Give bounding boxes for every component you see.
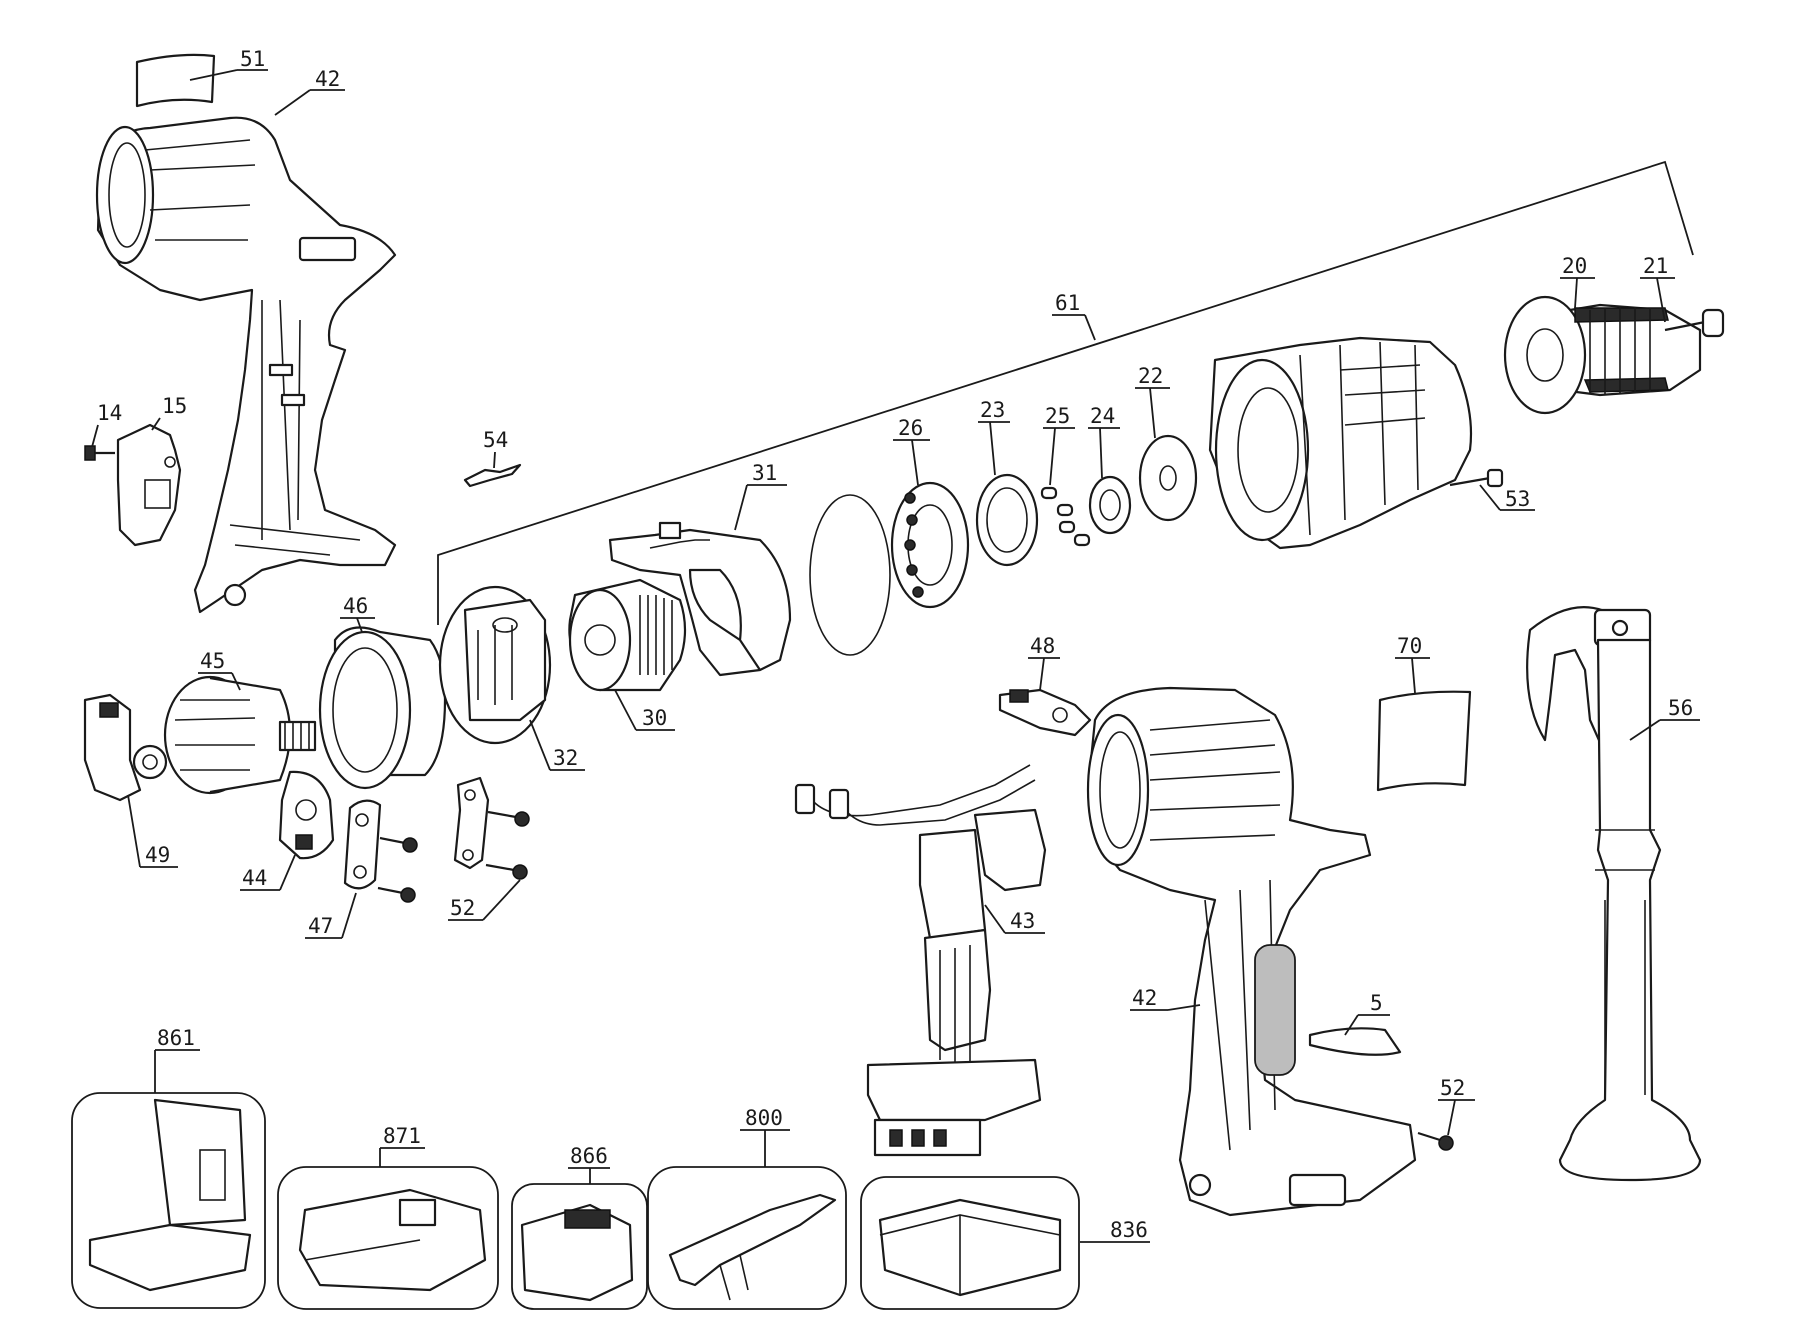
- callout-leaders: [91, 69, 1700, 1243]
- accessory-box-866: [511, 1183, 648, 1310]
- housing-half-right-part-42: [1086, 686, 1417, 1217]
- callout-23: 23: [980, 398, 1005, 422]
- spindle-bushing-part-24: [1088, 475, 1132, 535]
- screw-part-53: [1449, 468, 1504, 488]
- callout-866: 866: [570, 1144, 608, 1168]
- callout-871: 871: [383, 1124, 421, 1148]
- nameplate-label-part-70: [1376, 690, 1472, 792]
- pins-part-25: [1040, 486, 1091, 547]
- housing-half-left-part-42: [95, 116, 397, 614]
- planetary-carrier-part-30: [568, 578, 687, 692]
- assembly-bracket-part-61: [437, 160, 1694, 625]
- brush-plate-part-44: [278, 770, 335, 860]
- accessory-box-861: [71, 1092, 266, 1309]
- ring-gear-part-26: [890, 481, 970, 609]
- callout-20: 20: [1562, 254, 1587, 278]
- callout-47: 47: [308, 914, 333, 938]
- callout-44: 44: [242, 866, 267, 890]
- callout-31: 31: [752, 461, 777, 485]
- callout-54: 54: [483, 428, 508, 452]
- callout-51: 51: [240, 47, 265, 71]
- retaining-ring: [809, 494, 891, 656]
- callout-26: 26: [898, 416, 923, 440]
- callout-25: 25: [1045, 404, 1070, 428]
- screw-pair-part-52: [485, 810, 530, 880]
- shim-washer-part-22: [1138, 434, 1198, 522]
- callout-5: 5: [1370, 991, 1383, 1015]
- clutch-ring-housing-part-31: [608, 521, 792, 677]
- spring-clip-part-54: [463, 463, 522, 488]
- callout-61: 61: [1055, 291, 1080, 315]
- switch-assembly-part-43: [794, 764, 1047, 1157]
- belt-hook-part-15: [116, 423, 182, 547]
- callout-30: 30: [642, 706, 667, 730]
- callout-70: 70: [1397, 634, 1422, 658]
- callout-21: 21: [1643, 254, 1668, 278]
- warning-label-part-5: [1308, 1027, 1402, 1056]
- armature-part-45: [132, 675, 317, 795]
- clutch-washer-part-23: [975, 473, 1039, 567]
- callout-49: 49: [145, 843, 170, 867]
- accessory-box-800: [647, 1166, 847, 1310]
- callout-32: 32: [553, 746, 578, 770]
- callout-52-lower: 52: [1440, 1076, 1465, 1100]
- callout-43: 43: [1010, 909, 1035, 933]
- screw-part-52-lower: [1417, 1131, 1454, 1151]
- callout-861: 861: [157, 1026, 195, 1050]
- keyless-chuck-part-20: [1503, 295, 1702, 415]
- callout-800: 800: [745, 1106, 783, 1130]
- callout-45: 45: [200, 649, 225, 673]
- brush-holder-part-49: [83, 693, 142, 802]
- callout-56: 56: [1668, 696, 1693, 720]
- callout-15: 15: [162, 394, 187, 418]
- callout-42-lower: 42: [1132, 986, 1157, 1010]
- callout-14: 14: [97, 401, 122, 425]
- label-sticker-part-51: [135, 53, 216, 108]
- side-handle-part-56: [1526, 606, 1702, 1182]
- screw-part-14: [84, 445, 115, 461]
- gearbox-housing: [1208, 336, 1473, 550]
- callout-46: 46: [343, 594, 368, 618]
- screw-pair-part-47: [377, 836, 418, 903]
- accessory-box-836: [860, 1176, 1080, 1310]
- callout-24: 24: [1090, 404, 1115, 428]
- mount-bracket-part-47: [343, 799, 382, 890]
- callout-53: 53: [1505, 487, 1530, 511]
- motor-end-bell-part-32: [438, 585, 552, 745]
- callout-22: 22: [1138, 364, 1163, 388]
- chuck-screw-part-21: [1664, 308, 1725, 338]
- magnet-can-part-46: [318, 626, 447, 790]
- forward-reverse-lever-part-48: [998, 688, 1092, 737]
- callout-52-upper: 52: [450, 896, 475, 920]
- callout-42-upper: 42: [315, 67, 340, 91]
- callout-48: 48: [1030, 634, 1055, 658]
- accessory-box-871: [277, 1166, 499, 1310]
- mount-bracket-part-52: [453, 776, 490, 870]
- callout-836: 836: [1110, 1218, 1148, 1242]
